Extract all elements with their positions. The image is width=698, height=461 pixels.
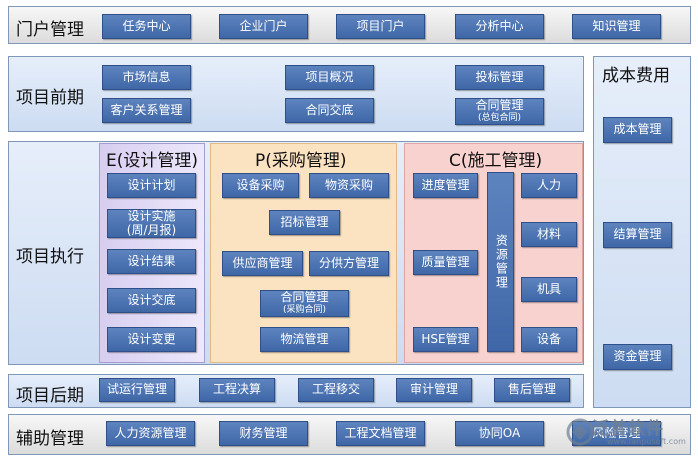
watermark-text: 泛普软件 <box>592 419 664 439</box>
supplier-management-button[interactable]: 供应商管理 <box>222 251 303 276</box>
design-plan-button[interactable]: 设计计划 <box>107 173 196 198</box>
contract-management-label: 合同管理 <box>475 98 524 113</box>
design-title: E(设计管理) <box>106 151 199 171</box>
portal-title: 门户管理 <box>16 20 84 40</box>
watermark-url: www.fanpusoft.com <box>607 437 686 446</box>
progress-management-button[interactable]: 进度管理 <box>413 173 478 198</box>
project-portal-button[interactable]: 项目门户 <box>336 14 425 39</box>
settlement-management-button[interactable]: 结算管理 <box>603 222 672 248</box>
document-management-button[interactable]: 工程文档管理 <box>336 421 425 446</box>
materials-button[interactable]: 材料 <box>521 222 577 247</box>
subcontractor-management-button[interactable]: 分供方管理 <box>309 251 389 276</box>
design-implementation-sub: (周/月报) <box>126 222 177 237</box>
final-accounts-button[interactable]: 工程决算 <box>199 378 275 402</box>
quality-management-button[interactable]: 质量管理 <box>413 250 478 275</box>
customer-relation-button[interactable]: 客户关系管理 <box>102 98 191 123</box>
risk-management-button[interactable]: 风险管理 <box>572 421 661 446</box>
purchase-contract-label: 合同管理 <box>280 290 329 305</box>
after-sales-button[interactable]: 售后管理 <box>494 378 570 402</box>
pre-project-title: 项目前期 <box>16 88 84 108</box>
audit-management-button[interactable]: 审计管理 <box>396 378 472 402</box>
post-project-title: 项目后期 <box>16 386 84 406</box>
execution-title: 项目执行 <box>16 247 84 267</box>
design-change-button[interactable]: 设计变更 <box>107 327 196 352</box>
analysis-center-button[interactable]: 分析中心 <box>455 14 544 39</box>
knowledge-management-button[interactable]: 知识管理 <box>572 14 661 39</box>
task-center-button[interactable]: 任务中心 <box>102 14 191 39</box>
project-overview-button[interactable]: 项目概况 <box>285 65 374 90</box>
purchase-contract-sub: (采购合同) <box>282 305 327 316</box>
equipment-procurement-button[interactable]: 设备采购 <box>222 173 299 198</box>
watermark-logo-icon <box>566 418 594 446</box>
construction-title: C(施工管理) <box>449 151 543 171</box>
trial-run-button[interactable]: 试运行管理 <box>99 378 175 402</box>
fund-management-button[interactable]: 资金管理 <box>603 344 672 370</box>
purchase-contract-button[interactable]: 合同管理 (采购合同) <box>260 290 349 317</box>
machinery-button[interactable]: 机具 <box>521 277 577 302</box>
market-info-button[interactable]: 市场信息 <box>102 65 191 90</box>
tender-management-button[interactable]: 招标管理 <box>269 210 340 235</box>
cost-title: 成本费用 <box>602 66 670 86</box>
bid-management-button[interactable]: 投标管理 <box>455 65 544 90</box>
contract-briefing-button[interactable]: 合同交底 <box>285 98 374 123</box>
collaboration-oa-button[interactable]: 协同OA <box>455 421 544 446</box>
design-implementation-button[interactable]: 设计实施 (周/月报) <box>107 209 196 238</box>
resource-management-label: 资源管理 <box>494 234 509 290</box>
cost-management-button[interactable]: 成本管理 <box>603 117 672 143</box>
enterprise-portal-button[interactable]: 企业门户 <box>219 14 308 39</box>
manpower-button[interactable]: 人力 <box>521 173 577 198</box>
contract-management-sub: (总包合同) <box>477 113 522 124</box>
equipment-button[interactable]: 设备 <box>521 327 577 352</box>
contract-management-general-button[interactable]: 合同管理 (总包合同) <box>455 98 544 125</box>
material-procurement-button[interactable]: 物资采购 <box>309 173 389 198</box>
procurement-title: P(采购管理) <box>255 151 347 171</box>
aux-title: 辅助管理 <box>16 429 84 449</box>
resource-management-button[interactable]: 资源管理 <box>487 172 514 352</box>
design-result-button[interactable]: 设计结果 <box>107 249 196 274</box>
finance-management-button[interactable]: 财务管理 <box>219 421 308 446</box>
design-briefing-button[interactable]: 设计交底 <box>107 288 196 313</box>
hr-management-button[interactable]: 人力资源管理 <box>106 421 195 446</box>
design-implementation-label: 设计实施 <box>127 208 176 223</box>
logistics-management-button[interactable]: 物流管理 <box>260 327 349 352</box>
handover-button[interactable]: 工程移交 <box>298 378 374 402</box>
hse-management-button[interactable]: HSE管理 <box>413 327 478 352</box>
